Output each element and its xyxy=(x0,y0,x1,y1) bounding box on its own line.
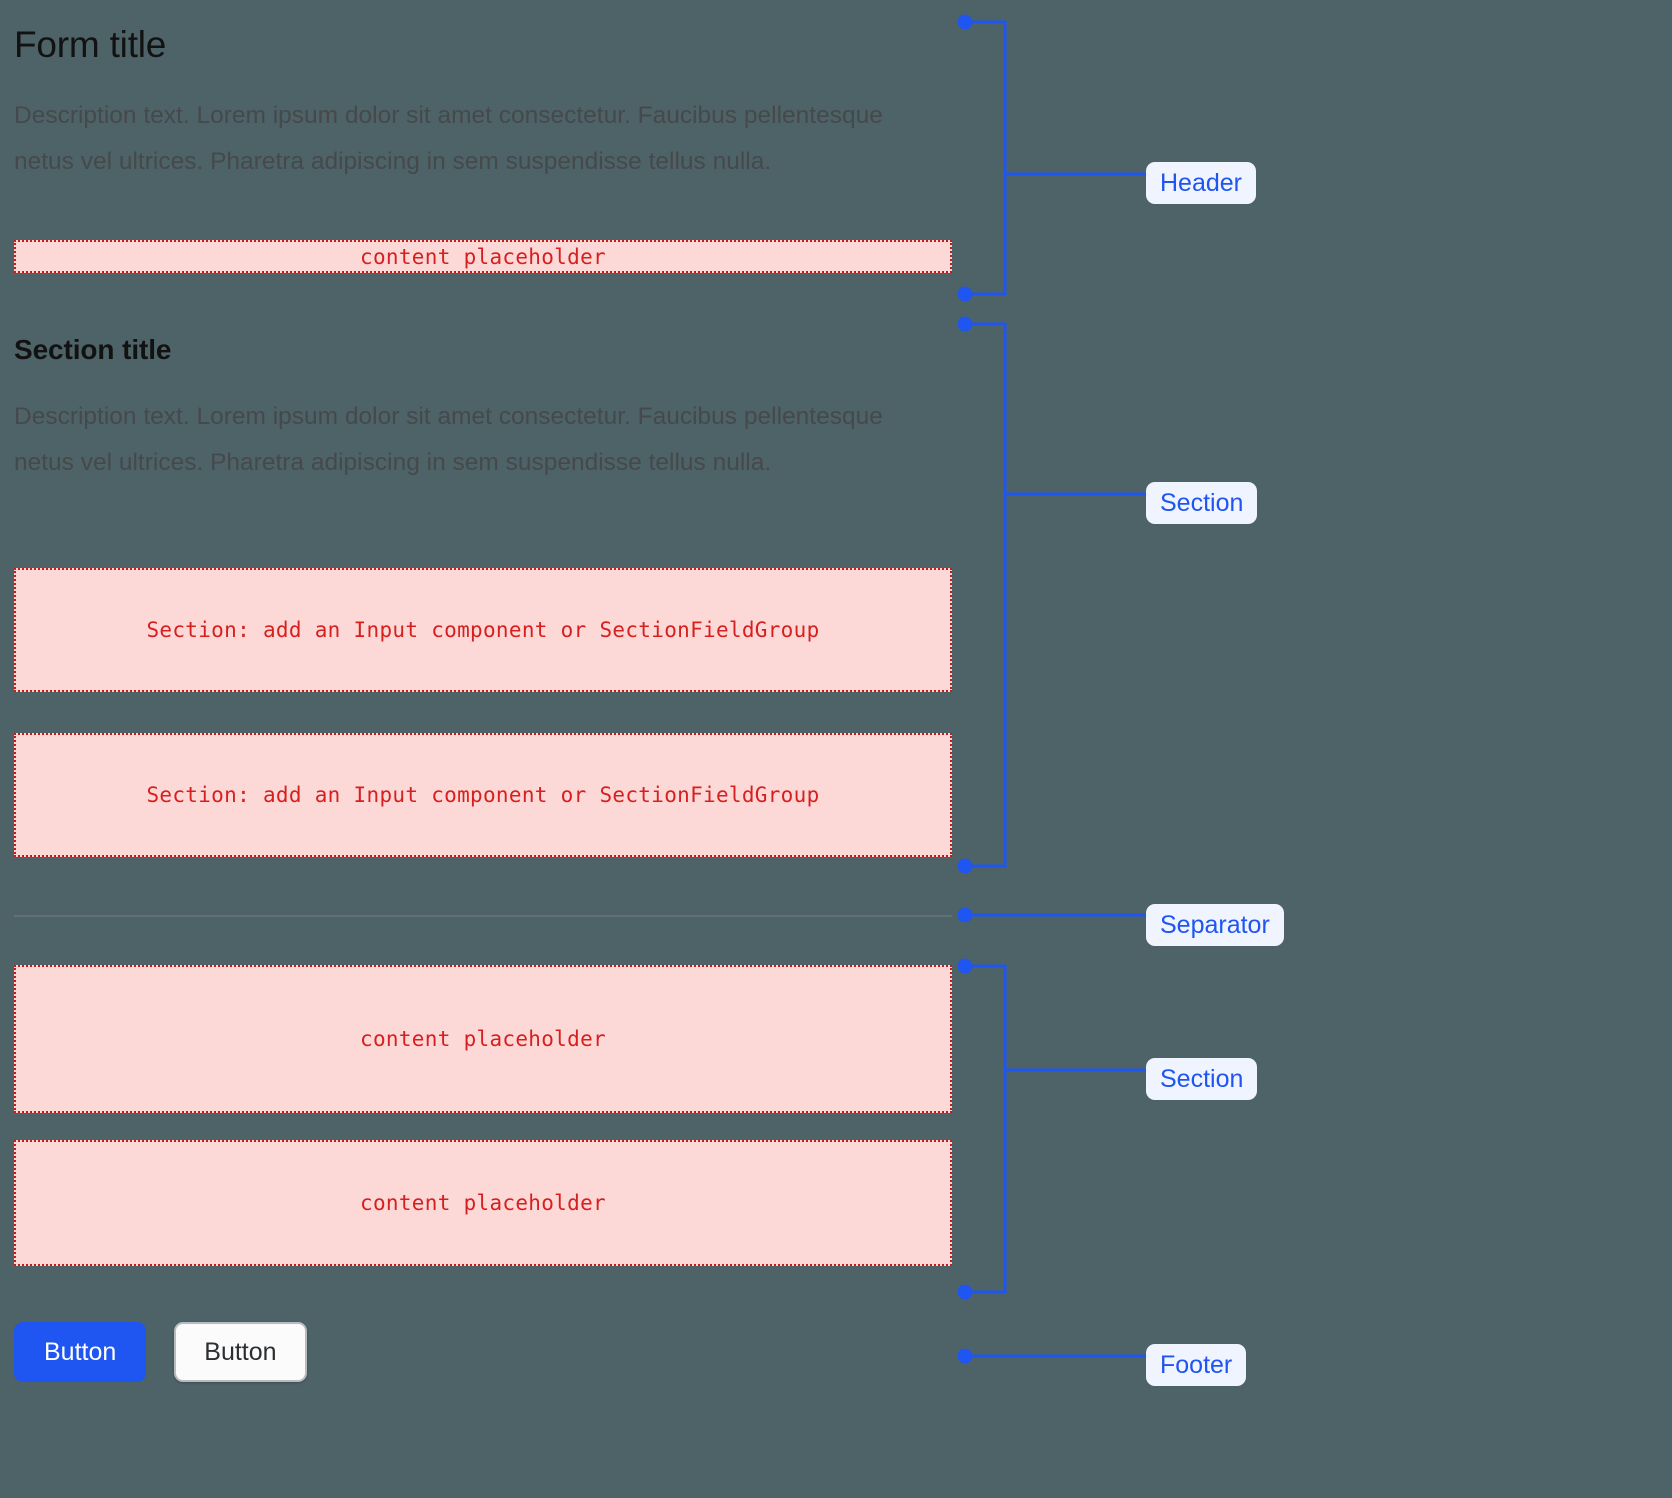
section-field-placeholder-2-label: Section: add an Input component or Secti… xyxy=(146,783,820,807)
annotation-badge-section-1[interactable]: Section xyxy=(1146,482,1258,524)
primary-button[interactable]: Button xyxy=(14,1322,147,1382)
anchor-dot-header-top xyxy=(957,14,973,30)
secondary-button[interactable]: Button xyxy=(174,1322,307,1382)
section2-content-placeholder-2-label: content placeholder xyxy=(360,1191,606,1215)
section2-content-placeholder-1-label: content placeholder xyxy=(360,1027,606,1051)
section2-bracket-path xyxy=(965,964,1007,1294)
annotation-badge-separator[interactable]: Separator xyxy=(1146,904,1284,946)
section-title: Section title xyxy=(14,334,172,365)
section-field-placeholder-1-label: Section: add an Input component or Secti… xyxy=(146,618,820,642)
anchor-dot-section2-bottom xyxy=(957,1284,973,1300)
form-description: Description text. Lorem ipsum dolor sit … xyxy=(14,102,883,175)
header-content-placeholder: content placeholder xyxy=(14,240,952,273)
anchor-dot-section1-top xyxy=(957,316,973,332)
anchor-dot-section1-bottom xyxy=(957,858,973,874)
form-footer: Button Button xyxy=(14,1322,307,1382)
section-field-placeholder-1: Section: add an Input component or Secti… xyxy=(14,568,952,692)
form-separator xyxy=(14,915,952,917)
header-content-placeholder-label: content placeholder xyxy=(360,244,606,269)
annotation-badge-section-2[interactable]: Section xyxy=(1146,1058,1258,1100)
section2-content-placeholder-1: content placeholder xyxy=(14,965,952,1113)
annotation-badge-header[interactable]: Header xyxy=(1146,162,1256,204)
form-content-column: Form title Description text. Lorem ipsum… xyxy=(14,0,952,1498)
section-description: Description text. Lorem ipsum dolor sit … xyxy=(14,403,883,476)
anchor-dot-header-bottom xyxy=(957,286,973,302)
anchor-dot-separator xyxy=(957,907,973,923)
section2-content-placeholder-2: content placeholder xyxy=(14,1140,952,1266)
form-title: Form title xyxy=(14,24,167,65)
anchor-dot-section2-top xyxy=(957,958,973,974)
anchor-dot-footer xyxy=(957,1348,973,1364)
section1-bracket-path xyxy=(965,322,1007,868)
header-bracket-path xyxy=(965,20,1007,296)
section-field-placeholder-2: Section: add an Input component or Secti… xyxy=(14,733,952,857)
annotation-badge-footer[interactable]: Footer xyxy=(1146,1344,1247,1386)
annotation-anchor-dots xyxy=(957,14,973,1364)
